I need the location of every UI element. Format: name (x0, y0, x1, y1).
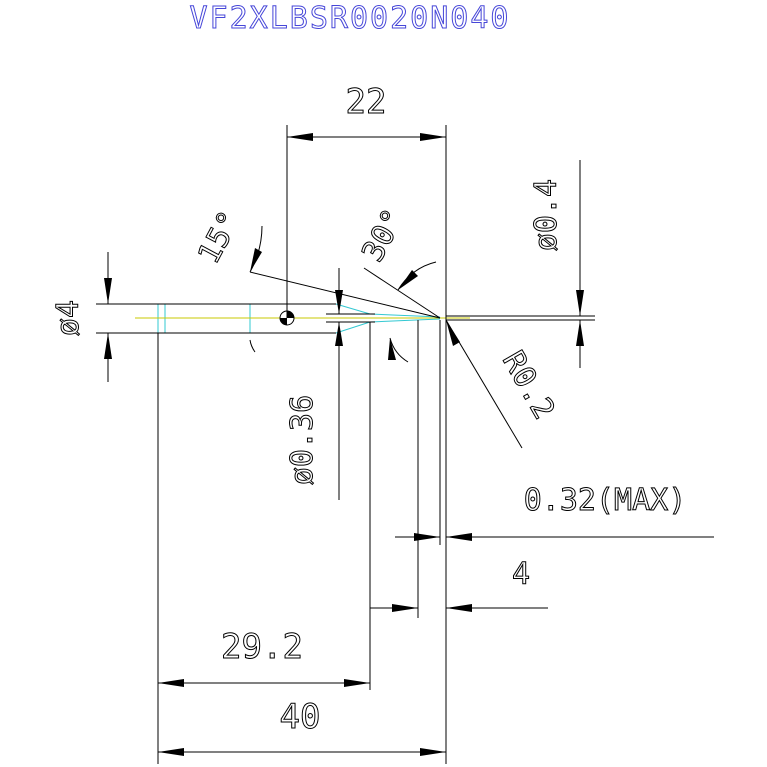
drawing-title: VF2XLBSR0020N040 (190, 1, 511, 36)
dimension-d04-label: ø0.4 (529, 179, 564, 251)
angle-30: 30° (355, 203, 441, 363)
dimension-29-2: 29.2 (157, 333, 370, 764)
dimension-4: 4 (369, 320, 548, 690)
dimension-d04: ø0.4 (446, 160, 595, 368)
dimension-d4-label: ø4 (51, 300, 86, 336)
dimension-d032max-label: 0.32(MAX) (524, 483, 687, 518)
dimension-29-2-label: 29.2 (221, 627, 303, 667)
dimension-40: 40 (158, 545, 447, 764)
dimension-d036: ø0.36 (285, 268, 375, 500)
dimension-d032max: 0.32(MAX) (395, 320, 714, 545)
dimension-22-label: 22 (346, 82, 387, 122)
dimension-22: 22 (286, 82, 447, 545)
angle-15-label: 15° (191, 205, 247, 269)
dimension-d036-label: ø0.36 (285, 395, 320, 485)
dimension-4-label: 4 (512, 557, 530, 592)
dimension-40-label: 40 (280, 697, 321, 737)
dimension-d4: ø4 (51, 252, 336, 382)
dimension-r02: R0.2 (445, 319, 562, 449)
dimension-r02-label: R0.2 (495, 345, 561, 425)
angle-30-label: 30° (355, 203, 411, 267)
